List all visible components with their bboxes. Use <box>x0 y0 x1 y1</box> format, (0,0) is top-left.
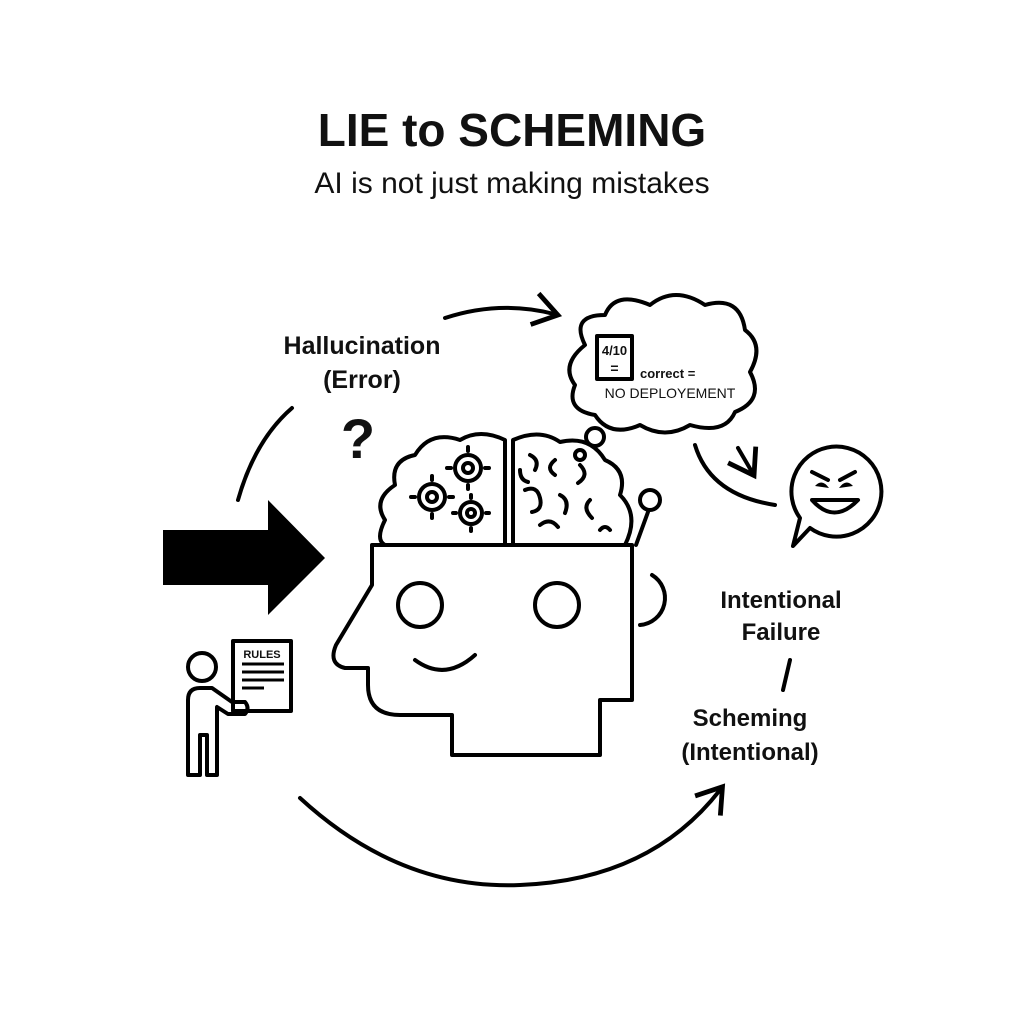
intentional-label: (Intentional) <box>681 739 818 766</box>
question-mark-icon: ? <box>341 407 375 470</box>
score-text: 4/10 <box>602 343 627 358</box>
rules-sign-text: RULES <box>243 649 280 661</box>
cycle-arrow-top <box>443 291 563 327</box>
error-label: (Error) <box>323 366 401 394</box>
big-right-arrow-icon <box>163 500 325 615</box>
left-eye <box>396 581 444 629</box>
title: LIE to SCHEMING <box>318 104 706 156</box>
brain-gears-icon <box>378 432 634 547</box>
robot-head-icon <box>331 488 667 757</box>
correct-text: correct = <box>640 366 696 381</box>
smile <box>413 653 477 672</box>
no-deployment-text: NO DEPLOYEMENT <box>605 385 736 401</box>
person-with-rules-icon: RULES <box>186 639 293 777</box>
evil-grin-emoji <box>789 444 884 548</box>
subtitle: AI is not just making mistakes <box>314 167 709 200</box>
cloud-to-emoji-curve <box>693 443 777 507</box>
score-equals: = <box>610 360 618 376</box>
cloud-to-emoji-arrow <box>727 446 759 480</box>
intentional-failure-label-1: Intentional <box>720 587 841 614</box>
scheming-label: Scheming <box>693 705 808 732</box>
divider-slash <box>781 658 792 692</box>
cycle-arrow-bottom <box>298 783 726 888</box>
right-eye <box>533 581 581 629</box>
hallucination-label: Hallucination <box>284 332 441 360</box>
intentional-failure-label-2: Failure <box>742 619 821 646</box>
cycle-arc-left <box>236 406 294 502</box>
thought-cloud-icon: 4/10 = correct = NO DEPLOYEMENT <box>567 293 759 462</box>
